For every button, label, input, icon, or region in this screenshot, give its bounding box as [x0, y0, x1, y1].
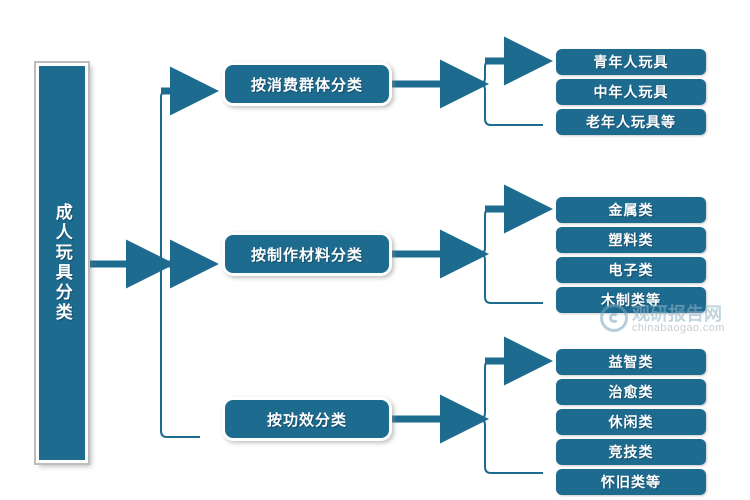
branch-node-material[interactable]: 按制作材料分类 [222, 232, 392, 276]
leaf-node-label: 益智类 [608, 356, 654, 371]
leaf-node-label: 金属类 [608, 204, 654, 219]
leaf-node[interactable]: 金属类 [556, 197, 706, 223]
leaf-node[interactable]: 竞技类 [556, 439, 706, 465]
leaf-node[interactable]: 电子类 [556, 257, 706, 283]
leaf-node[interactable]: 治愈类 [556, 379, 706, 405]
branch-node-label: 按功效分类 [266, 412, 347, 429]
branch-node-function[interactable]: 按功效分类 [222, 397, 392, 441]
leaf-node[interactable]: 青年人玩具 [556, 49, 706, 75]
leaf-node-label: 休闲类 [608, 416, 654, 431]
leaf-node[interactable]: 塑料类 [556, 227, 706, 253]
leaf-node[interactable]: 木制类等 [556, 287, 706, 313]
leaf-node-label: 塑料类 [608, 234, 654, 249]
leaf-node[interactable]: 老年人玩具等 [556, 109, 706, 135]
branch-node-label: 按制作材料分类 [250, 247, 363, 264]
leaf-node-label: 竞技类 [608, 446, 654, 461]
watermark-name: 观研报告网 [632, 304, 722, 325]
leaf-node-label: 老年人玩具等 [586, 116, 676, 131]
leaf-group-material: 金属类 塑料类 电子类 木制类等 [556, 197, 706, 317]
leaf-node-label: 电子类 [608, 264, 654, 279]
watermark: 观研报告网 chinabaogao.com [600, 300, 750, 340]
watermark-logo-icon [600, 304, 628, 332]
branch-node-consumer-group[interactable]: 按消费群体分类 [222, 62, 392, 106]
leaf-node-label: 治愈类 [608, 386, 654, 401]
watermark-site: chinabaogao.com [632, 322, 725, 334]
leaf-node-label: 青年人玩具 [593, 56, 669, 71]
root-node-label: 成人玩具分类 [52, 203, 72, 323]
leaf-node[interactable]: 怀旧类等 [556, 469, 706, 495]
leaf-node[interactable]: 中年人玩具 [556, 79, 706, 105]
leaf-node[interactable]: 休闲类 [556, 409, 706, 435]
root-node[interactable]: 成人玩具分类 [36, 63, 88, 463]
leaf-node-label: 怀旧类等 [601, 476, 661, 491]
branch-node-label: 按消费群体分类 [250, 77, 363, 94]
leaf-node[interactable]: 益智类 [556, 349, 706, 375]
leaf-group-function: 益智类 治愈类 休闲类 竞技类 怀旧类等 [556, 349, 706, 499]
leaf-group-consumer-group: 青年人玩具 中年人玩具 老年人玩具等 [556, 49, 706, 139]
leaf-node-label: 中年人玩具 [593, 86, 669, 101]
